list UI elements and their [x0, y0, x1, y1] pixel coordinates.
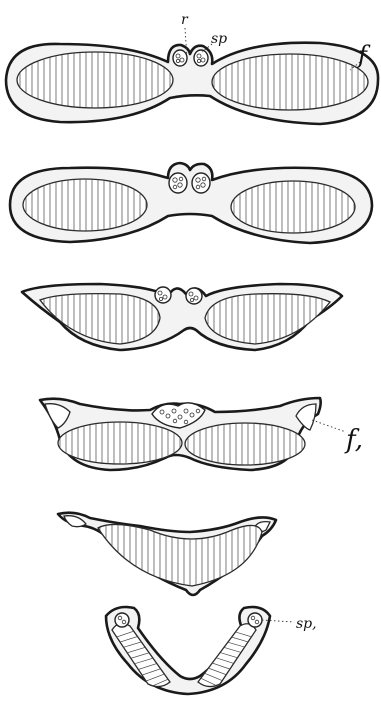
section-6	[106, 607, 294, 698]
section-3-left-cavity	[40, 294, 160, 344]
section-2-left-cavity	[23, 179, 147, 231]
section-5	[58, 513, 276, 595]
leader-f1	[312, 420, 346, 432]
section-1-bundle-left	[173, 50, 187, 66]
section-6-bundle-left	[115, 613, 129, 627]
label-f1: f,	[344, 425, 363, 455]
section-1	[6, 28, 378, 124]
section-3-bundle-right	[186, 288, 202, 304]
section-4	[40, 398, 346, 470]
section-2-right-cavity	[231, 181, 355, 233]
section-6-bundle-right	[248, 613, 262, 627]
section-3-bundle-left	[155, 287, 171, 303]
section-1-right-cavity	[212, 54, 368, 110]
section-4-right-cavity	[185, 423, 305, 465]
section-3	[22, 284, 342, 350]
section-2-bundle-right	[192, 173, 210, 193]
section-1-left-cavity	[17, 52, 173, 108]
label-sp: sp	[211, 31, 227, 47]
label-r: r	[181, 12, 189, 28]
section-3-right-cavity	[205, 294, 330, 344]
label-sp1: sp,	[296, 616, 317, 632]
section-2	[10, 163, 372, 243]
section-2-bundle-left	[169, 173, 187, 193]
section-1-bundle-right	[194, 50, 208, 66]
